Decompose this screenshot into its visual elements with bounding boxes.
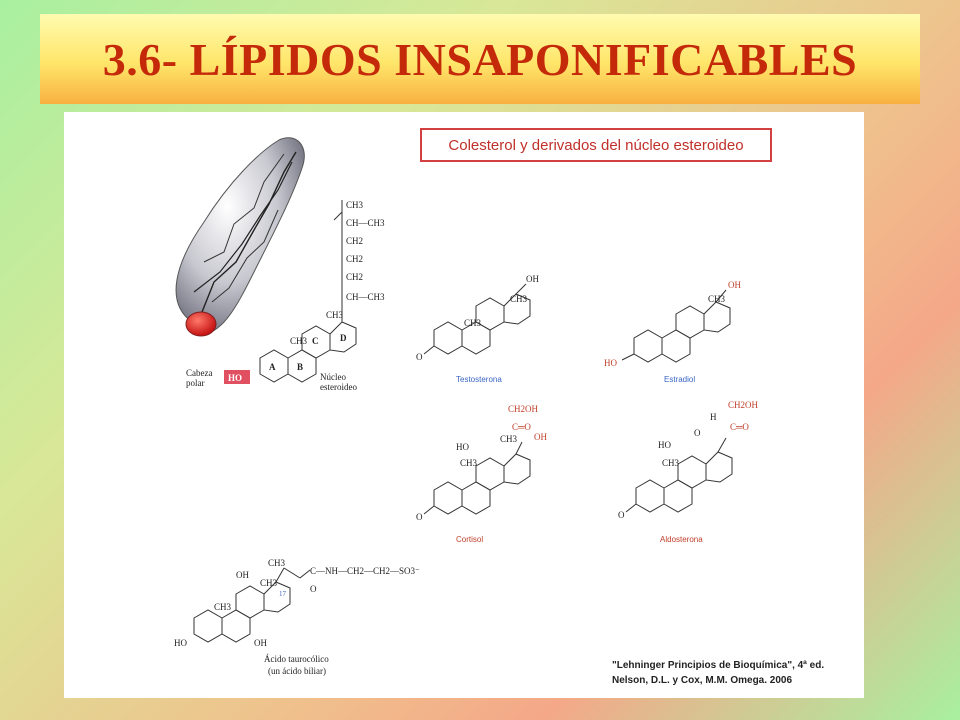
chain-2: CH—CH3	[346, 218, 385, 228]
testosterone-ch3-a: CH3	[510, 294, 528, 304]
chain-5: CH2	[346, 272, 363, 282]
chol-ch3-ring: CH3	[290, 336, 308, 346]
cholesterol-labels: CH3 CH3 A B C D CH3 CH—CH3 CH2 CH2 CH2 C…	[269, 200, 385, 372]
chol-ho: HO	[228, 373, 242, 383]
nucleus-label-2: esteroideo	[320, 382, 357, 392]
polar-label-2: polar	[186, 378, 205, 388]
taurocholic-structure	[193, 567, 311, 643]
ring-d-label: D	[340, 333, 347, 343]
testosterone-oh: OH	[526, 274, 539, 284]
title-banner: 3.6- LÍPIDOS INSAPONIFICABLES	[40, 14, 920, 104]
chain-4: CH2	[346, 254, 363, 264]
testosterone-structure	[423, 283, 531, 355]
cortisol-o: O	[416, 512, 423, 522]
source-credit: "Lehninger Principios de Bioquímica", 4ª…	[612, 658, 824, 688]
ring-c-label: C	[312, 336, 319, 346]
aldosterone-o: O	[694, 428, 701, 438]
steroid-figure: Colesterol y derivados del núcleo estero…	[64, 112, 864, 698]
figure-caption-box: Colesterol y derivados del núcleo estero…	[420, 128, 772, 162]
aldosterone-structure	[625, 437, 733, 513]
credit-line-1: "Lehninger Principios de Bioquímica", 4ª…	[612, 660, 825, 671]
tauro-ch3-mid: CH3	[260, 578, 278, 588]
cortisol-ch3-b: CH3	[460, 458, 478, 468]
chain-3: CH2	[346, 236, 363, 246]
aldosterone-ho: HO	[658, 440, 671, 450]
estradiol-ho: HO	[604, 358, 617, 368]
chain-1: CH3	[346, 200, 364, 210]
estradiol-ch3: CH3	[708, 294, 726, 304]
ring-b-label: B	[297, 362, 303, 372]
cortisol-structure	[423, 441, 531, 515]
aldosterone-ch3: CH3	[662, 458, 680, 468]
tauro-ch3-left: CH3	[214, 602, 232, 612]
testosterone-ch3-b: CH3	[464, 318, 482, 328]
estradiol-oh: OH	[728, 280, 741, 290]
tauro-o: O	[310, 584, 317, 594]
tauro-chain: C—NH—CH2—CH2—SO3⁻	[310, 566, 420, 576]
estradiol-name: Estradiol	[664, 375, 695, 384]
cholesterol-3d-model	[175, 137, 305, 337]
cortisol-ch3-a: CH3	[500, 434, 518, 444]
tauro-num: 17	[279, 590, 287, 598]
tauro-name-2: (un ácido biliar)	[268, 666, 326, 676]
nucleus-label-1: Núcleo	[320, 372, 346, 382]
cholesterol-structure	[259, 200, 357, 383]
aldosterone-h: H	[710, 412, 717, 422]
estradiol-structure	[621, 289, 731, 363]
structures-svg: CH3 CH3 A B C D CH3 CH—CH3 CH2 CH2 CH2 C…	[174, 137, 759, 676]
aldosterone-co: C═O	[730, 422, 749, 432]
tauro-oh-bot: OH	[254, 638, 267, 648]
cortisol-ho: HO	[456, 442, 469, 452]
aldosterone-name: Aldosterona	[660, 535, 703, 544]
tauro-ch3-top: CH3	[268, 558, 286, 568]
cortisol-oh: OH	[534, 432, 547, 442]
chain-6: CH—CH3	[346, 292, 385, 302]
polar-head-box	[224, 370, 250, 384]
testosterone-o: O	[416, 352, 423, 362]
tauro-oh-top: OH	[236, 570, 249, 580]
aldosterone-o2: O	[618, 510, 625, 520]
cortisol-name: Cortisol	[456, 535, 483, 544]
cortisol-ch2oh: CH2OH	[508, 404, 539, 414]
tauro-name-1: Ácido taurocólico	[264, 654, 329, 664]
aldosterone-ch2oh: CH2OH	[728, 400, 759, 410]
tauro-ho: HO	[174, 638, 187, 648]
page-title: 3.6- LÍPIDOS INSAPONIFICABLES	[102, 33, 858, 85]
ring-a-label: A	[269, 362, 276, 372]
chol-ch3-top: CH3	[326, 310, 344, 320]
polar-label-1: Cabeza	[186, 368, 212, 378]
cortisol-co: C═O	[512, 422, 531, 432]
testosterone-name: Testosterona	[456, 375, 502, 384]
credit-line-2: Nelson, D.L. y Cox, M.M. Omega. 2006	[612, 675, 793, 686]
